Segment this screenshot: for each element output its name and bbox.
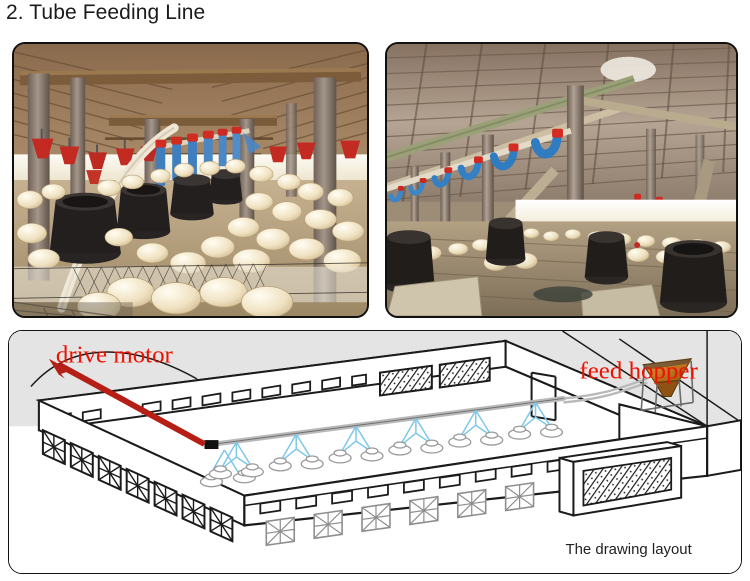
isometric-poultry-house-drawing: drive motor feed hopper The drawing layo… (9, 331, 741, 573)
feed-pans (199, 423, 564, 488)
feed-hopper-label: feed hopper (579, 358, 698, 385)
page-title: 2. Tube Feeding Line (6, 1, 206, 24)
drive-motor-marker (204, 440, 219, 450)
poultry-house-wide-view-feed-line-photo (385, 42, 738, 318)
drive-motor-arrow (48, 358, 206, 447)
feed-drop-lines (207, 402, 553, 479)
drawing-layout-caption: The drawing layout (565, 542, 692, 558)
photo-left-illustration (14, 44, 367, 316)
feed-hopper-graphic (640, 358, 694, 413)
drawing-layout-diagram: drive motor feed hopper The drawing layo… (8, 330, 742, 574)
photo-right-illustration (387, 44, 736, 316)
poultry-house-interior-feed-line-photo (12, 42, 369, 318)
drive-motor-label: drive motor (56, 342, 174, 369)
